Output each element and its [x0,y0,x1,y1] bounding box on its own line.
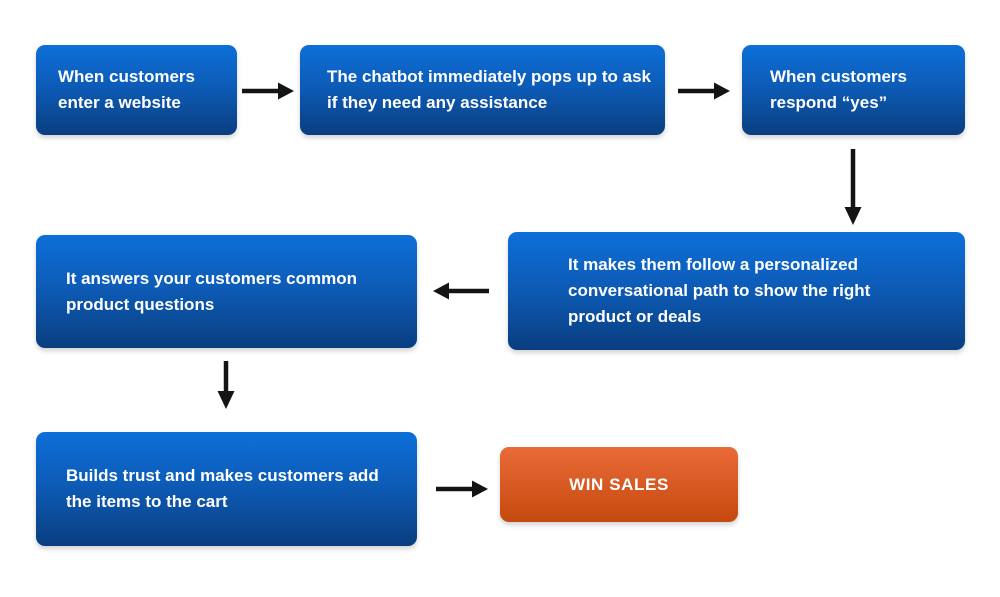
step-label: When customers enter a website [58,67,195,112]
step-box-answers-questions: It answers your customers common product… [36,235,417,348]
step-label: It answers your customers common product… [66,268,357,314]
step-box-enter-website: When customers enter a website [36,45,237,135]
result-label: WIN SALES [569,474,669,494]
arrow-down-icon [214,361,238,409]
step-box-respond-yes: When customers respond “yes” [742,45,965,135]
arrow-down-icon [841,149,865,225]
step-label: It makes them follow a personalized conv… [568,255,871,326]
arrow-right-icon [678,79,730,103]
result-box-win-sales: WIN SALES [500,447,738,522]
step-label: Builds trust and makes customers add the… [66,466,379,511]
step-label: The chatbot immediately pops up to ask i… [327,67,651,112]
arrow-right-icon [436,477,488,501]
step-box-chatbot-pops-up: The chatbot immediately pops up to ask i… [300,45,665,135]
step-box-personalized-path: It makes them follow a personalized conv… [508,232,965,350]
step-label: When customers respond “yes” [770,67,907,112]
arrow-left-icon [433,279,489,303]
step-box-builds-trust: Builds trust and makes customers add the… [36,432,417,546]
arrow-right-icon [242,79,294,103]
